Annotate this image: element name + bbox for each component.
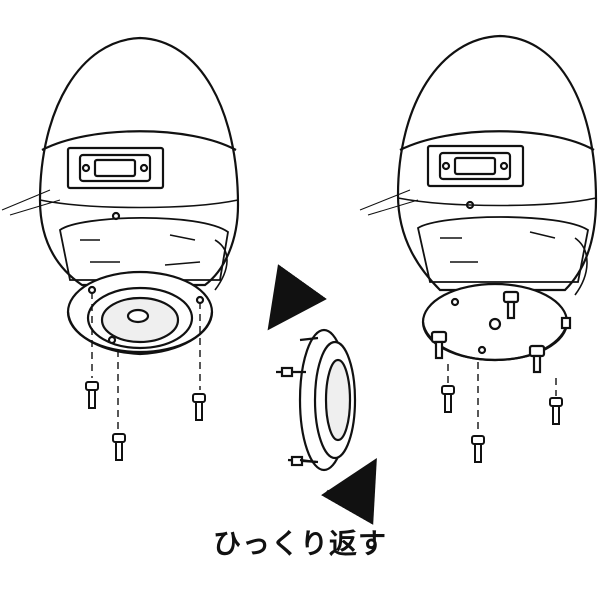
mount-plate-icon	[421, 282, 572, 374]
screw-icon	[85, 381, 206, 461]
caption-flip: ひっくり返す	[212, 527, 387, 560]
camera-left	[1, 36, 240, 291]
camera-right	[359, 34, 598, 296]
mount-plate-icon	[66, 270, 214, 356]
rotate-arrow-icon	[267, 264, 377, 525]
screw-icon	[441, 385, 563, 463]
camera-housing-icon	[38, 36, 240, 287]
flip-plate	[276, 328, 357, 472]
